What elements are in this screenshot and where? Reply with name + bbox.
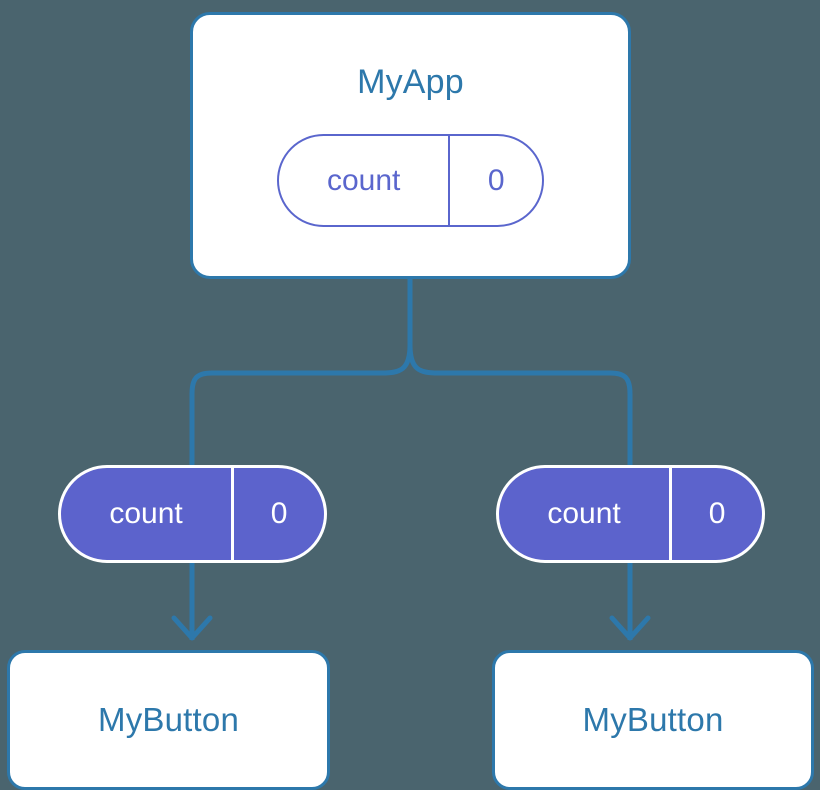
state-key-label: count (327, 163, 401, 197)
component-node-mybutton-right[interactable]: MyButton (492, 650, 814, 790)
component-label-mybutton: MyButton (582, 701, 724, 738)
arrow-head-right-icon (609, 615, 651, 641)
props-key-label: count (109, 497, 183, 530)
state-capsule-myapp[interactable]: count 0 (277, 134, 544, 227)
edge-branch-right (407, 342, 633, 473)
props-capsule-left[interactable]: count 0 (58, 465, 327, 563)
props-key-label: count (547, 497, 621, 530)
props-value-label: 0 (231, 468, 324, 560)
component-node-mybutton-left[interactable]: MyButton (7, 650, 330, 790)
state-value-label: 0 (448, 136, 542, 225)
edge-branch-left (189, 342, 413, 473)
component-label-mybutton: MyButton (98, 701, 239, 738)
props-capsule-right[interactable]: count 0 (496, 465, 765, 563)
arrow-head-left-icon (171, 615, 213, 641)
component-label-myapp: MyApp (357, 63, 464, 101)
props-value-label: 0 (669, 468, 762, 560)
diagram-canvas: MyApp count 0 count 0 count 0 MyButton M… (7, 12, 814, 790)
